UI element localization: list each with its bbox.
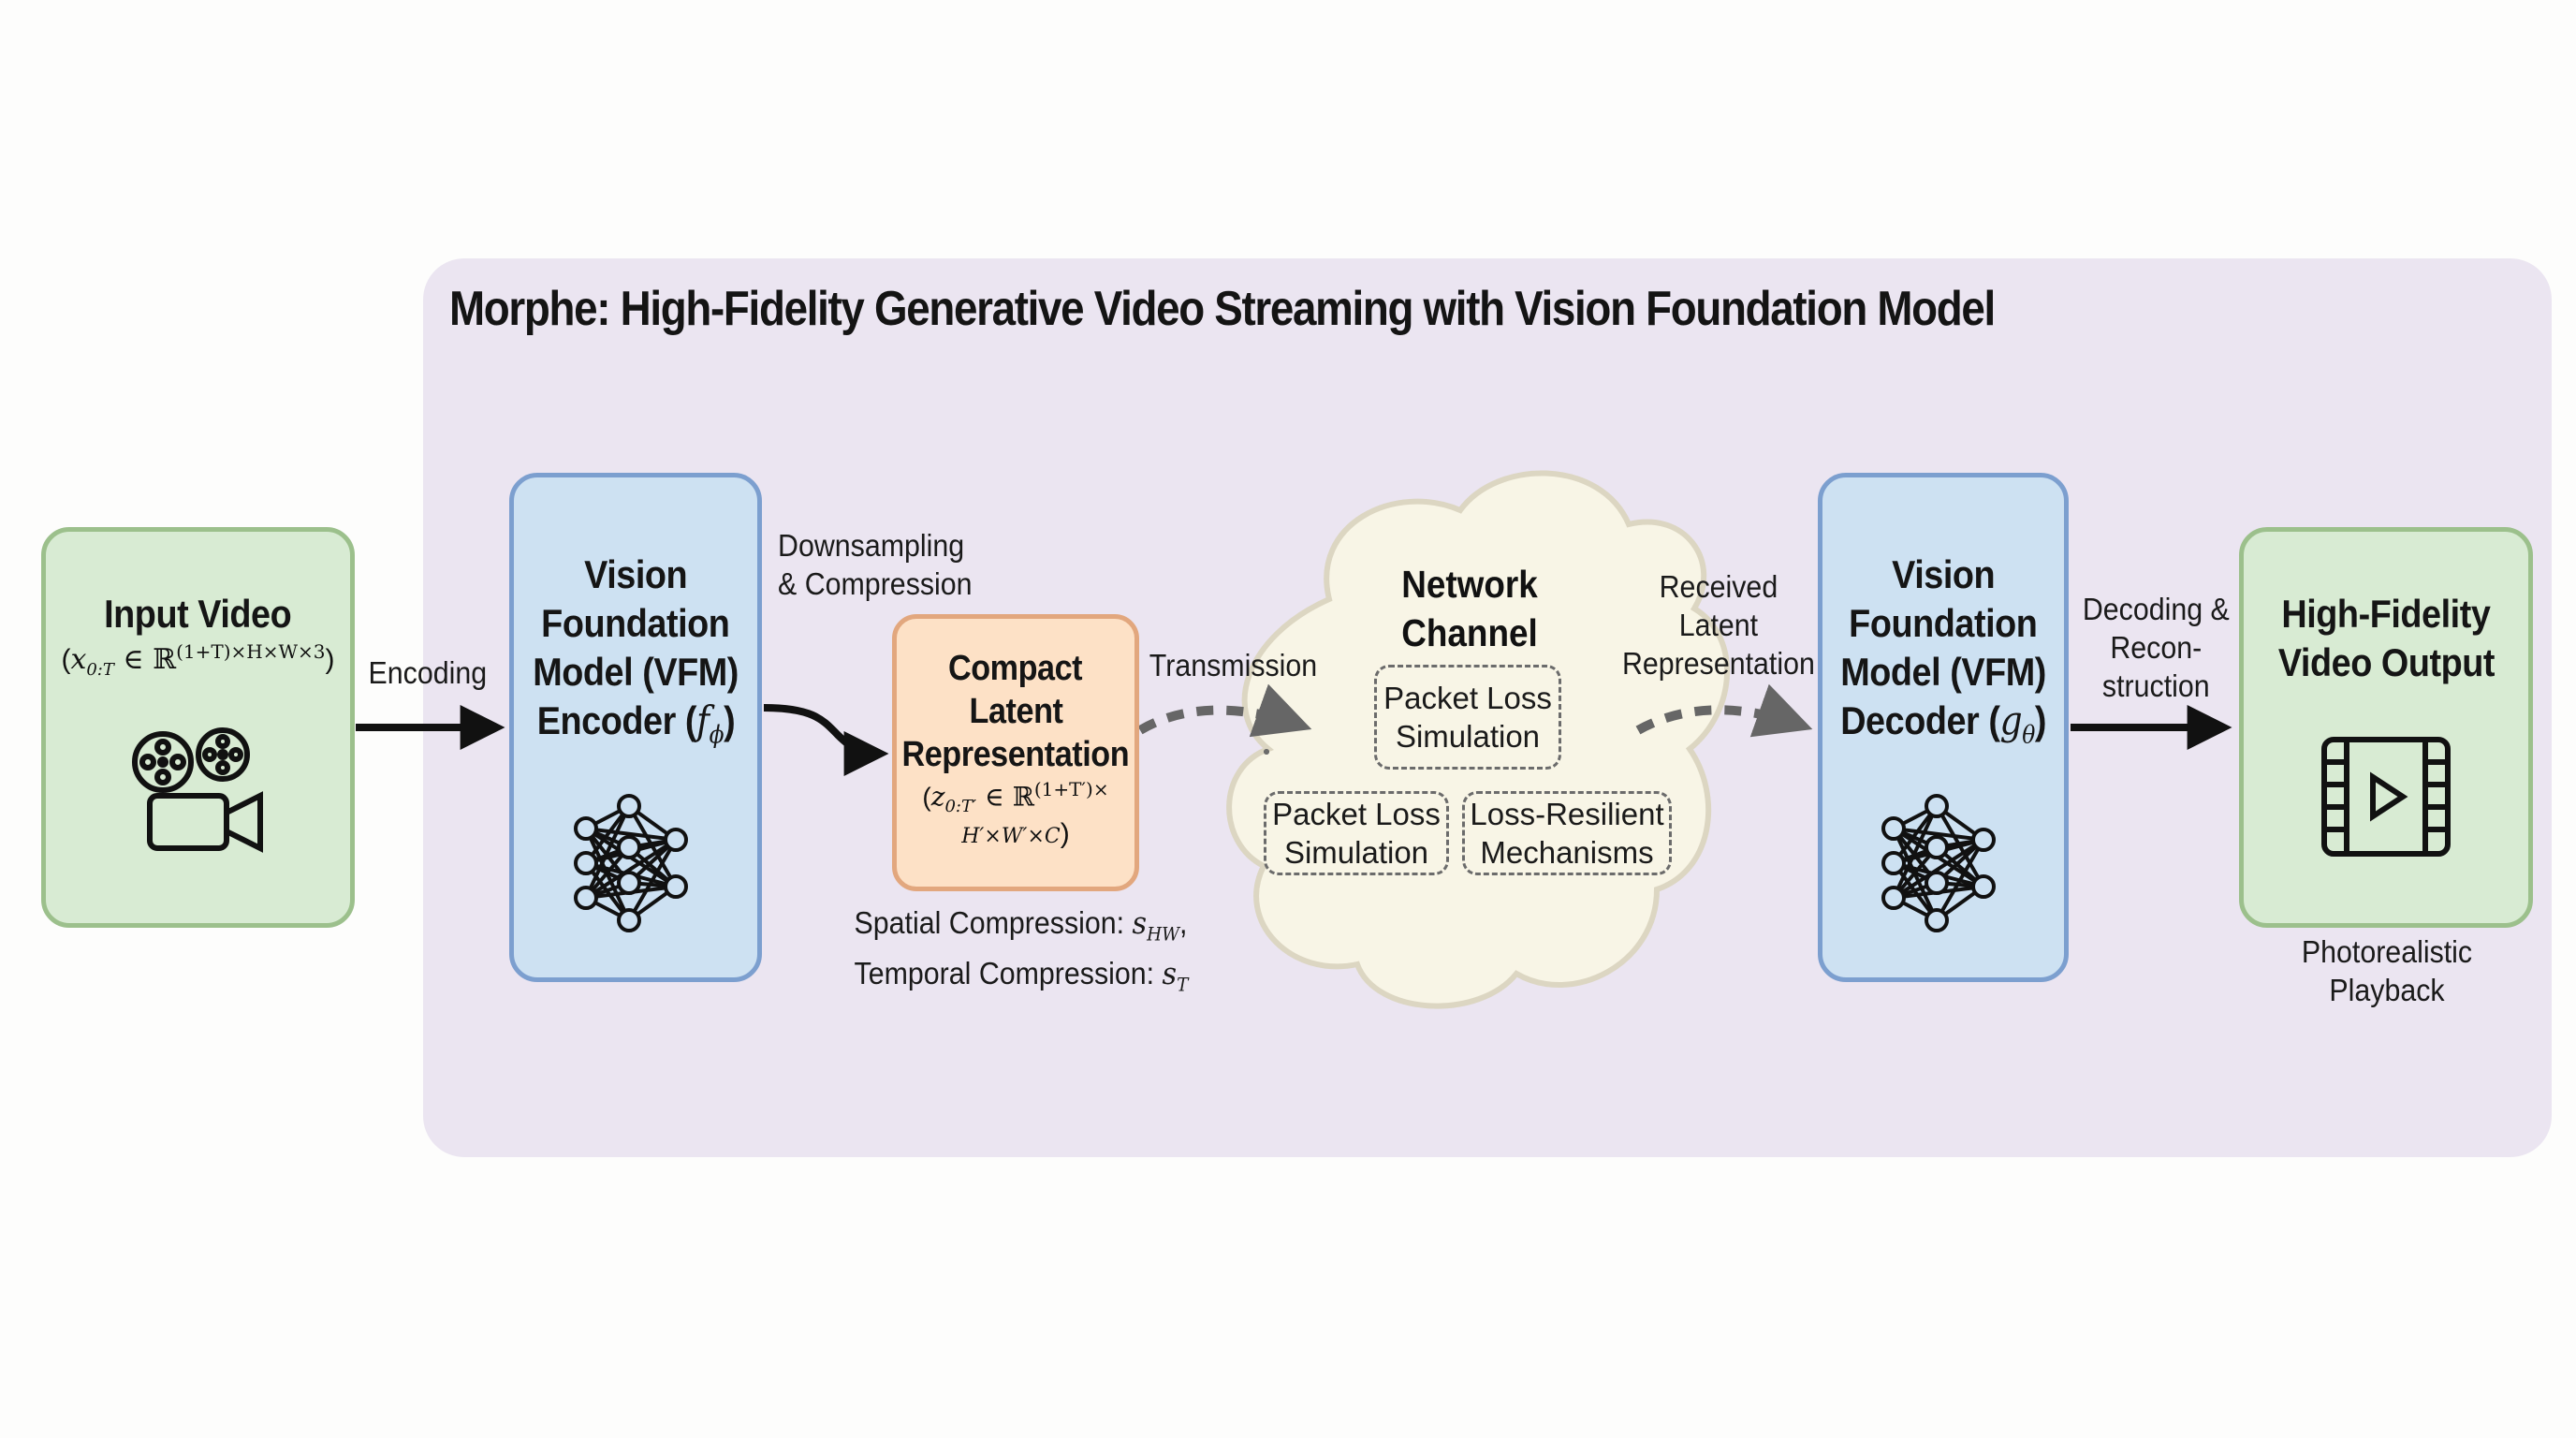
latent-line-2: Latent <box>969 692 1062 731</box>
network-edge <box>1892 838 1985 901</box>
network-node <box>1881 816 1906 842</box>
network-edge <box>1892 805 1939 900</box>
downsampling-label: Downsampling & Compression <box>778 528 973 601</box>
transmission-arrow <box>1137 683 1312 738</box>
network-node <box>1971 828 1996 853</box>
network-node <box>617 871 641 896</box>
decoder-line-2: Foundation <box>1849 601 2038 645</box>
network-node <box>574 851 598 876</box>
compact-latent-node: Compact Latent Representation (z0:T′ ∈ ℝ… <box>892 614 1139 891</box>
network-edge <box>584 838 678 901</box>
latent-line-1: Compact <box>948 649 1083 688</box>
received-latent-label: Received Latent Representation <box>1621 569 1815 681</box>
network-node <box>1881 851 1906 876</box>
network-node <box>574 816 598 842</box>
network-channel-title: Network Channel <box>1401 563 1538 654</box>
network-node <box>1925 871 1949 896</box>
film-play-icon <box>2320 736 2452 858</box>
transmission-label: Transmission <box>1149 648 1318 682</box>
input-video-formula: (x0:T ∈ ℝ(1+T)×H×W×3) <box>61 640 335 680</box>
latent-formula: (z0:T′ ∈ ℝ(1+T′)× <box>922 778 1109 816</box>
network-node <box>1925 835 1949 860</box>
decoder-line-1: Vision <box>1891 552 1996 596</box>
vfm-decoder-node: Vision Foundation Model (VFM) Decoder (g… <box>1818 473 2069 982</box>
decoding-label: Decoding & Recon- struction <box>2082 592 2230 703</box>
network-node <box>664 874 688 900</box>
output-line-1: High-Fidelity <box>2281 592 2491 636</box>
network-node <box>617 908 641 933</box>
input-video-node: Input Video (x0:T ∈ ℝ(1+T)×H×W×3) <box>41 527 355 928</box>
cloud-spacer <box>1264 749 1269 755</box>
network-node <box>1925 794 1949 819</box>
encoder-line-1: Vision <box>583 552 688 596</box>
network-edge <box>1893 827 1984 843</box>
vfm-encoder-node: Vision Foundation Model (VFM) Encoder (f… <box>509 473 762 982</box>
network-edge <box>584 805 631 900</box>
compression-arrow <box>763 704 889 776</box>
input-video-title: Input Video <box>104 592 292 636</box>
neural-network-icon <box>1873 793 2013 933</box>
encoding-label: Encoding <box>368 655 488 690</box>
film-camera-icon <box>124 726 273 858</box>
diagram-title: Morphe: High-Fidelity Generative Video S… <box>449 282 1996 336</box>
encoder-line-2: Foundation <box>541 601 730 645</box>
network-node <box>617 835 641 860</box>
latent-formula-line-2: H′×W′×C) <box>961 817 1070 849</box>
network-edge <box>585 827 677 843</box>
network-node <box>1881 886 1906 911</box>
network-node <box>664 828 688 853</box>
decoder-line-4: Decoder (gθ) <box>1840 697 2046 750</box>
network-node <box>1925 908 1949 933</box>
compression-note: Spatial Compression: sHW, Temporal Compr… <box>854 904 1189 996</box>
photorealistic-playback-caption: Photorealistic Playback <box>2301 934 2473 1007</box>
encoder-line-4: Encoder (fϕ) <box>536 697 735 750</box>
latent-line-3: Representation <box>901 735 1130 774</box>
network-node <box>574 886 598 911</box>
video-output-node: High-Fidelity Video Output <box>2239 527 2533 928</box>
encoder-line-3: Model (VFM) <box>533 650 739 694</box>
decoder-line-3: Model (VFM) <box>1840 650 2046 694</box>
network-node <box>1971 874 1996 900</box>
network-node <box>617 794 641 819</box>
output-line-2: Video Output <box>2277 640 2495 684</box>
neural-network-icon <box>565 793 706 933</box>
